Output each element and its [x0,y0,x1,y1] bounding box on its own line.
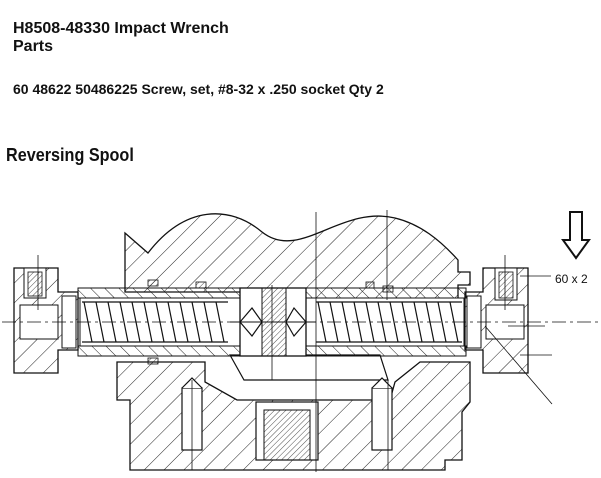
down-arrow-icon [561,211,591,260]
page-title: H8508-48330 Impact Wrench Parts [13,20,229,56]
title-line-1: H8508-48330 Impact Wrench [13,20,229,37]
left-end-plug [13,267,79,374]
title-line-2: Parts [13,38,54,55]
upper-housing [124,213,471,301]
center-lines [2,210,598,472]
lower-screw-ports [181,377,393,461]
section-heading: Reversing Spool [6,145,134,165]
o-ring-seals [147,279,394,365]
part-description: 60 48622 50486225 Screw, set, #8-32 x .2… [13,81,384,97]
right-end-plug [464,267,529,374]
callout-label: 60 x 2 [555,272,588,286]
